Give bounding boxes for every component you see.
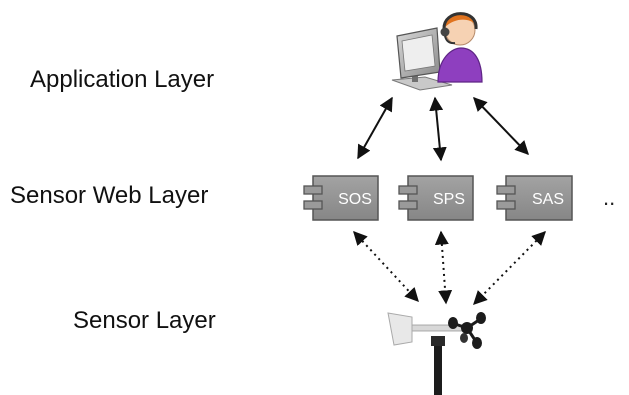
service-sos: SOS (303, 175, 379, 221)
arrow-app-sps (429, 96, 447, 162)
user-at-computer-icon (391, 12, 483, 91)
service-label: SPS (433, 191, 465, 208)
sensor-layer-label: Sensor Layer (73, 307, 216, 334)
sensor-web-layer-label: Sensor Web Layer (10, 182, 208, 209)
service-label: SAS (532, 191, 564, 208)
dotted-arrow-sps-sensor (434, 230, 453, 305)
dotted-arrow-sos-sensor (353, 230, 419, 303)
arrow-app-sas (473, 96, 529, 156)
service-label: SOS (338, 191, 372, 208)
service-sas: SAS (496, 175, 573, 221)
service-sps: SPS (398, 175, 474, 221)
weather-station-icon (387, 312, 486, 395)
more-services-ellipsis: .. (603, 185, 615, 210)
arrow-app-sos (357, 96, 393, 160)
dotted-arrow-sas-sensor (473, 231, 546, 305)
application-layer-label: Application Layer (30, 66, 214, 93)
